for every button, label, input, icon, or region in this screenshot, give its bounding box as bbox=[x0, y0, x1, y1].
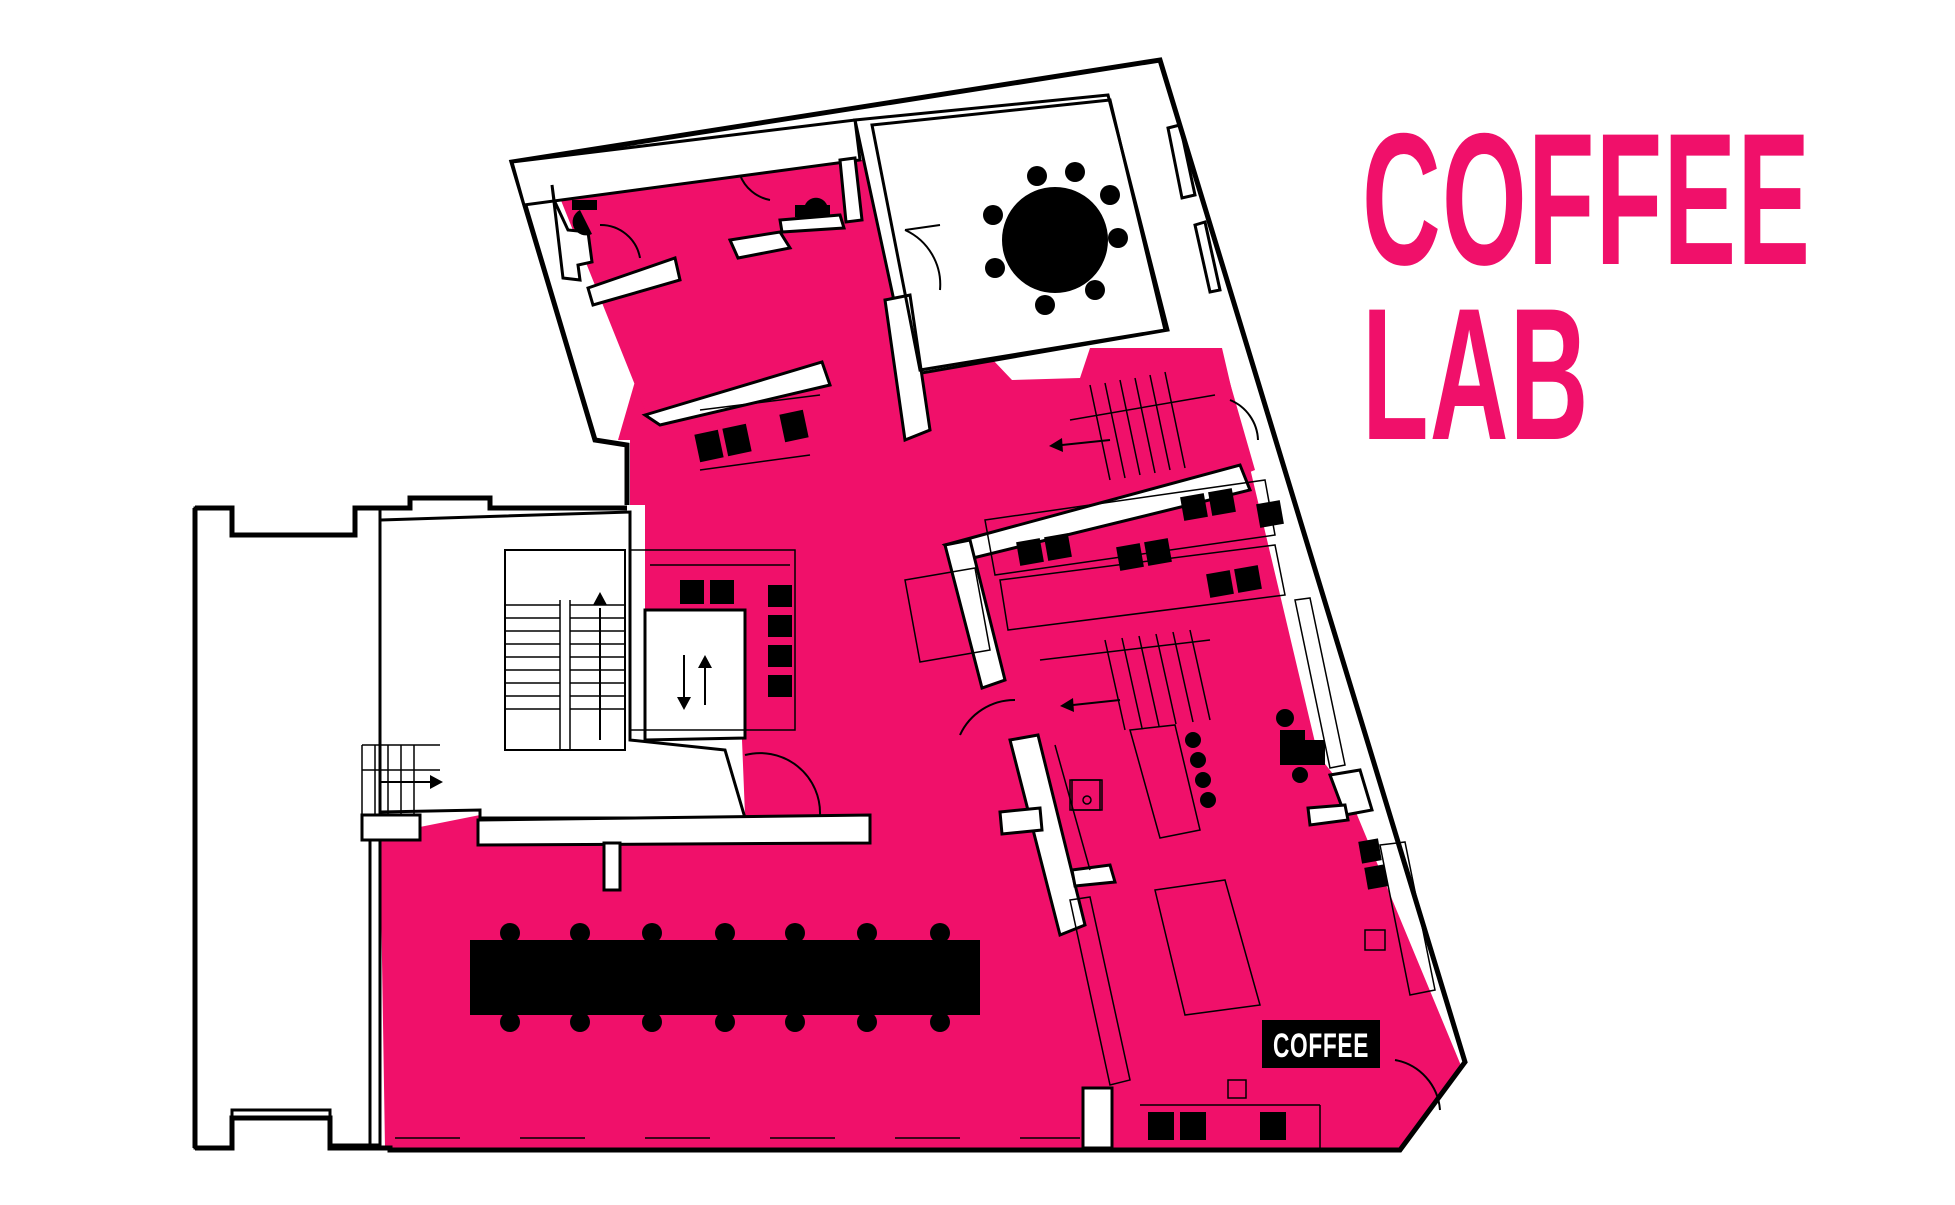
meeting-room-inner bbox=[870, 98, 1167, 372]
stairs-left-small bbox=[361, 744, 440, 815]
wall-top-left-inner bbox=[550, 184, 594, 282]
long-table bbox=[470, 923, 980, 1032]
round-meeting-table bbox=[983, 162, 1128, 315]
wall-mid-5 bbox=[998, 806, 1044, 836]
stairs-upper-right bbox=[1069, 371, 1216, 481]
wall-stub bbox=[602, 841, 622, 892]
furniture-outlines bbox=[629, 394, 1436, 1150]
coffee-bar-label: COFFEE bbox=[1262, 1020, 1380, 1068]
stairs-main bbox=[504, 549, 626, 751]
doors bbox=[599, 174, 1441, 1111]
wall-mid-1 bbox=[883, 293, 932, 443]
wall-left-stub-2 bbox=[368, 838, 382, 1147]
coffee-bar-text: COFFEE bbox=[1273, 1027, 1369, 1065]
wall-bottom-stub bbox=[1081, 1086, 1114, 1150]
outer-wall bbox=[360, 57, 1468, 1153]
left-building-annex bbox=[193, 506, 382, 1150]
wall-corridor-1 bbox=[641, 360, 832, 427]
wall-partition-2 bbox=[727, 230, 793, 260]
wall-mid-3 bbox=[943, 538, 1007, 690]
page-title: COFFEE LAB bbox=[1362, 94, 1812, 479]
meeting-window-2 bbox=[1193, 220, 1222, 294]
toilets bbox=[572, 197, 830, 236]
wall-right-2 bbox=[1306, 803, 1350, 827]
meeting-window-1 bbox=[1166, 123, 1197, 200]
wall-mid-6 bbox=[1070, 863, 1117, 888]
wall-top-left bbox=[510, 118, 862, 207]
arrows-up-down-icon bbox=[677, 655, 712, 710]
wall-corridor-2 bbox=[476, 813, 872, 847]
title-line-2: LAB bbox=[1362, 268, 1590, 479]
desk-chairs bbox=[680, 409, 1388, 1140]
wall-partition-4 bbox=[838, 156, 864, 224]
wall-mid-4 bbox=[1008, 733, 1087, 938]
stairs-mid-right bbox=[1039, 629, 1211, 731]
arrow-up-icon bbox=[593, 592, 607, 740]
left-wall-bottom bbox=[195, 1115, 360, 1151]
arrow-left-icon bbox=[1049, 438, 1111, 452]
kitchen-sink bbox=[1071, 779, 1103, 811]
wall-right-1 bbox=[1327, 768, 1374, 817]
arrow-right-icon bbox=[380, 775, 443, 789]
elevator-shaft bbox=[643, 608, 747, 742]
top-left-room-floor bbox=[552, 150, 850, 410]
stools bbox=[1185, 709, 1308, 808]
wall-partition-1 bbox=[586, 256, 682, 307]
arrow-left-icon bbox=[1060, 698, 1121, 712]
wall-left-stub bbox=[360, 813, 422, 842]
title-line-1: COFFEE bbox=[1362, 94, 1812, 304]
outer-wall-left bbox=[195, 495, 627, 538]
